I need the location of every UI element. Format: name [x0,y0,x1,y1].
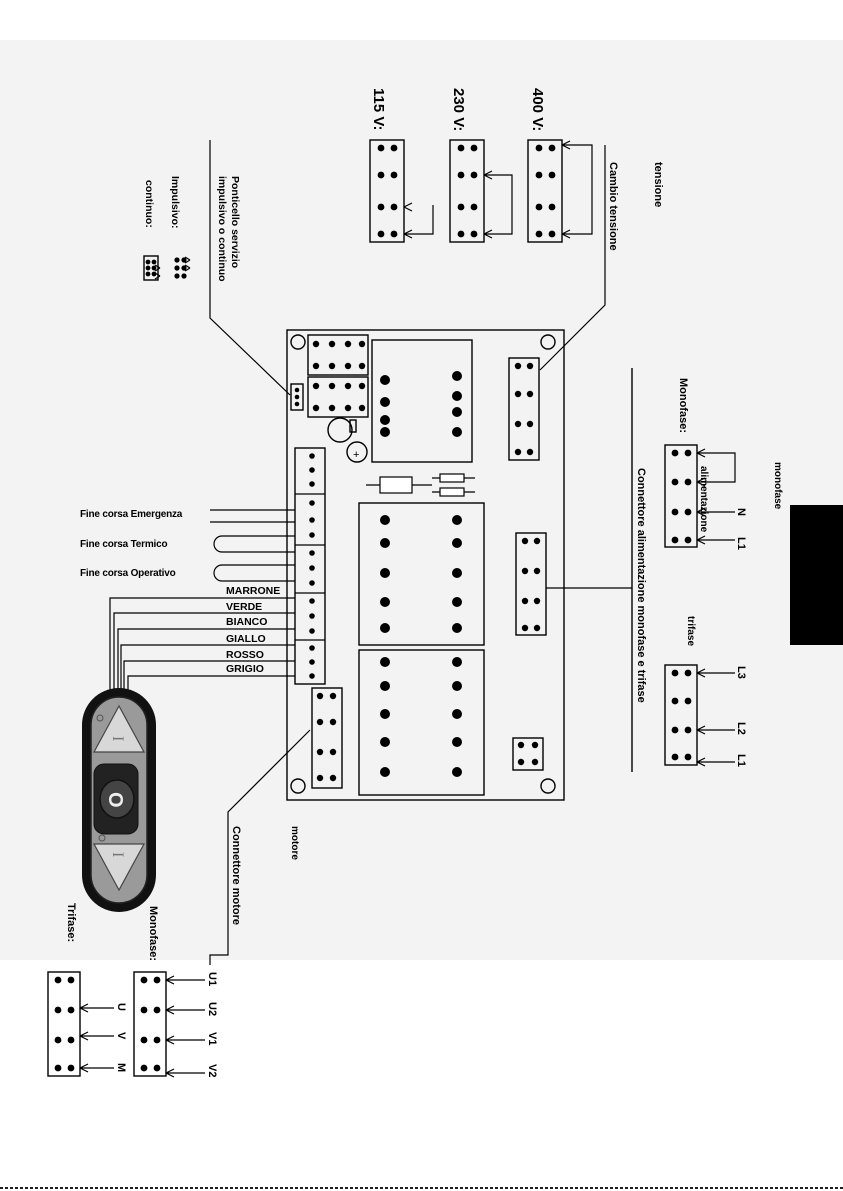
jumper-continuo [143,255,161,281]
terminal-L1-upper: L1 [735,537,747,550]
pendant-up-symbol: I [109,736,126,741]
label-bianco: BIANCO [226,616,267,628]
pendant-cable-wires [109,597,295,693]
label-fine-corsa-operativo: Fine corsa Operativo [80,568,176,579]
wire-operativo [213,564,295,582]
label-trifase-lower: Trifase: [65,903,77,942]
leader-motore [209,729,311,965]
leader-ponticello [209,140,291,396]
terminal-U: U [115,1003,127,1011]
pendant-down-symbol: I [109,852,126,857]
terminal-L2: L2 [735,722,747,735]
wire-termico [213,535,295,553]
terminal-L1-lower: L1 [735,754,747,767]
pendant-control: I O I [82,688,156,912]
label-400v: 400 V: [529,88,546,131]
terminal-V2: V2 [206,1064,218,1077]
label-trifase-right: trifase [685,616,696,646]
terminal-V1: V1 [206,1032,218,1045]
label-tensione: tensione [652,162,664,207]
terminal-L3: L3 [735,666,747,679]
label-cambio-tensione: Cambio tensione [607,162,619,251]
voltage-230-block [449,139,513,243]
pendant-stop-symbol: O [104,792,126,808]
label-fine-corsa-termico: Fine corsa Termico [80,539,167,550]
label-fine-corsa-emergenza: Fine corsa Emergenza [80,509,183,520]
label-rosso: ROSSO [226,649,264,661]
label-ponticello-2: impulsivo o continuo [216,176,228,282]
motor-monofase-block [133,971,205,1078]
label-connettore-motore: Connettore motore [230,826,242,925]
label-verde: VERDE [226,601,262,613]
jumper-impulsivo [174,256,191,279]
voltage-400-block [527,139,593,243]
circuit-board: + [286,329,565,801]
voltage-115-block [369,139,434,243]
label-giallo: GIALLO [226,633,266,645]
terminal-U1: U1 [206,972,218,986]
motor-trifase-block [47,971,114,1077]
terminal-V: V [115,1032,127,1040]
terminal-M: M [115,1063,127,1072]
terminal-N: N [735,508,747,516]
label-115v: 115 V: [370,88,387,131]
label-monofase-lower: Monofase: [147,906,159,961]
label-motore: motore [289,826,300,860]
label-marrone: MARRONE [226,585,280,597]
label-continuo: continuo: [143,180,155,228]
leader-cambio-tensione [539,145,606,371]
svg-text:+: + [353,449,359,461]
label-grigio: GRIGIO [226,663,264,675]
label-ponticello-1: Ponticello servizio [229,176,241,268]
section-tab [790,505,843,645]
label-alimentazione: alimentazione [698,466,709,533]
supply-monofase-block [664,444,736,548]
label-monofase-right: monofase [772,462,783,510]
wire-emergenza [210,509,295,523]
supply-trifase-block [664,664,735,767]
label-connettore-alimentazione: Connettore alimentazione monofase e trif… [635,468,647,703]
label-monofase-upper: Monofase: [677,378,689,433]
label-230v: 230 V: [450,88,467,131]
terminal-U2: U2 [206,1002,218,1016]
label-impulsivo: Impulsivo: [169,176,181,229]
